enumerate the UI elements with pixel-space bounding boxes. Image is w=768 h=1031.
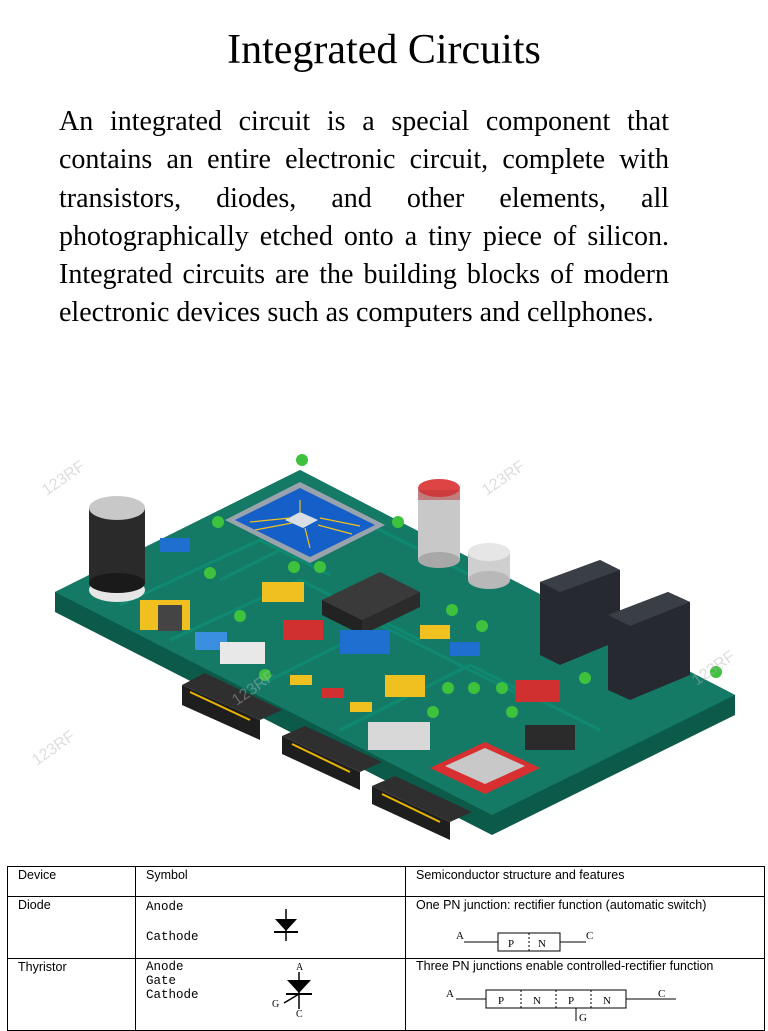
layer-label: N <box>533 995 541 1007</box>
capacitor-large <box>89 496 145 602</box>
trimmer-resistor <box>468 543 510 589</box>
table-row: Diode Anode Cathode One PN junction: rec… <box>7 896 765 959</box>
structure-cell: Three PN junctions enable controlled-rec… <box>405 958 765 1031</box>
symbol-label-cathode: Cathode <box>146 988 199 1002</box>
layer-label: N <box>603 995 611 1007</box>
capacitor-small <box>418 479 460 568</box>
structure-cell: One PN junction: rectifier function (aut… <box>405 896 765 959</box>
device-name: Thyristor <box>7 958 136 1031</box>
smd-components <box>140 538 575 750</box>
terminal-label: A <box>446 988 454 1000</box>
pin-header-right <box>608 592 690 700</box>
device-table: Device Symbol Semiconductor structure an… <box>7 866 765 1031</box>
feature-text: One PN junction: rectifier function (aut… <box>416 898 707 912</box>
terminal-label: C <box>586 930 593 942</box>
terminal-label: A <box>456 930 464 942</box>
table-row: Thyristor Anode Gate Cathode A G C Three… <box>7 958 765 1031</box>
header-structure: Semiconductor structure and features <box>405 866 765 897</box>
terminal-label: G <box>272 999 279 1010</box>
main-ic-chip <box>225 482 385 563</box>
terminal-label: C <box>296 1009 303 1017</box>
processor-chip <box>430 742 540 794</box>
terminal-label: C <box>658 988 665 1000</box>
symbol-label-cathode: Cathode <box>146 930 199 944</box>
terminal-label: A <box>296 962 304 973</box>
pin-header-left <box>540 560 620 665</box>
edge-connectors <box>182 673 472 840</box>
thyristor-symbol-icon: A G C <box>272 962 312 1017</box>
pnpn-structure-diagram: A C P N P N G <box>446 988 676 1024</box>
symbol-cell: Anode Gate Cathode A G C <box>135 958 406 1031</box>
slide-title: Integrated Circuits <box>227 27 541 73</box>
device-name: Diode <box>7 896 136 959</box>
symbol-label-gate: Gate <box>146 974 177 988</box>
header-device: Device <box>7 866 136 897</box>
symbol-cell: Anode Cathode <box>135 896 406 959</box>
layer-label: N <box>538 938 546 950</box>
circuit-board-svg <box>55 454 735 840</box>
symbol-label-anode: Anode <box>146 900 184 914</box>
layer-label: P <box>508 938 514 950</box>
header-symbol: Symbol <box>135 866 406 897</box>
feature-text: Three PN junctions enable controlled-rec… <box>416 959 714 973</box>
slide-paragraph: An integrated circuit is a special compo… <box>59 106 669 329</box>
layer-label: P <box>568 995 574 1007</box>
table-header-row: Device Symbol Semiconductor structure an… <box>7 866 765 897</box>
voltage-regulator <box>322 572 420 635</box>
terminal-label: G <box>579 1012 587 1024</box>
circuit-board-illustration: 123RF 123RF 123RF 123RF 123RF <box>0 430 768 860</box>
layer-label: P <box>498 995 504 1007</box>
diode-symbol-icon <box>274 909 298 941</box>
pn-junction-diagram: A C P N <box>456 930 593 952</box>
symbol-label-anode: Anode <box>146 960 184 974</box>
